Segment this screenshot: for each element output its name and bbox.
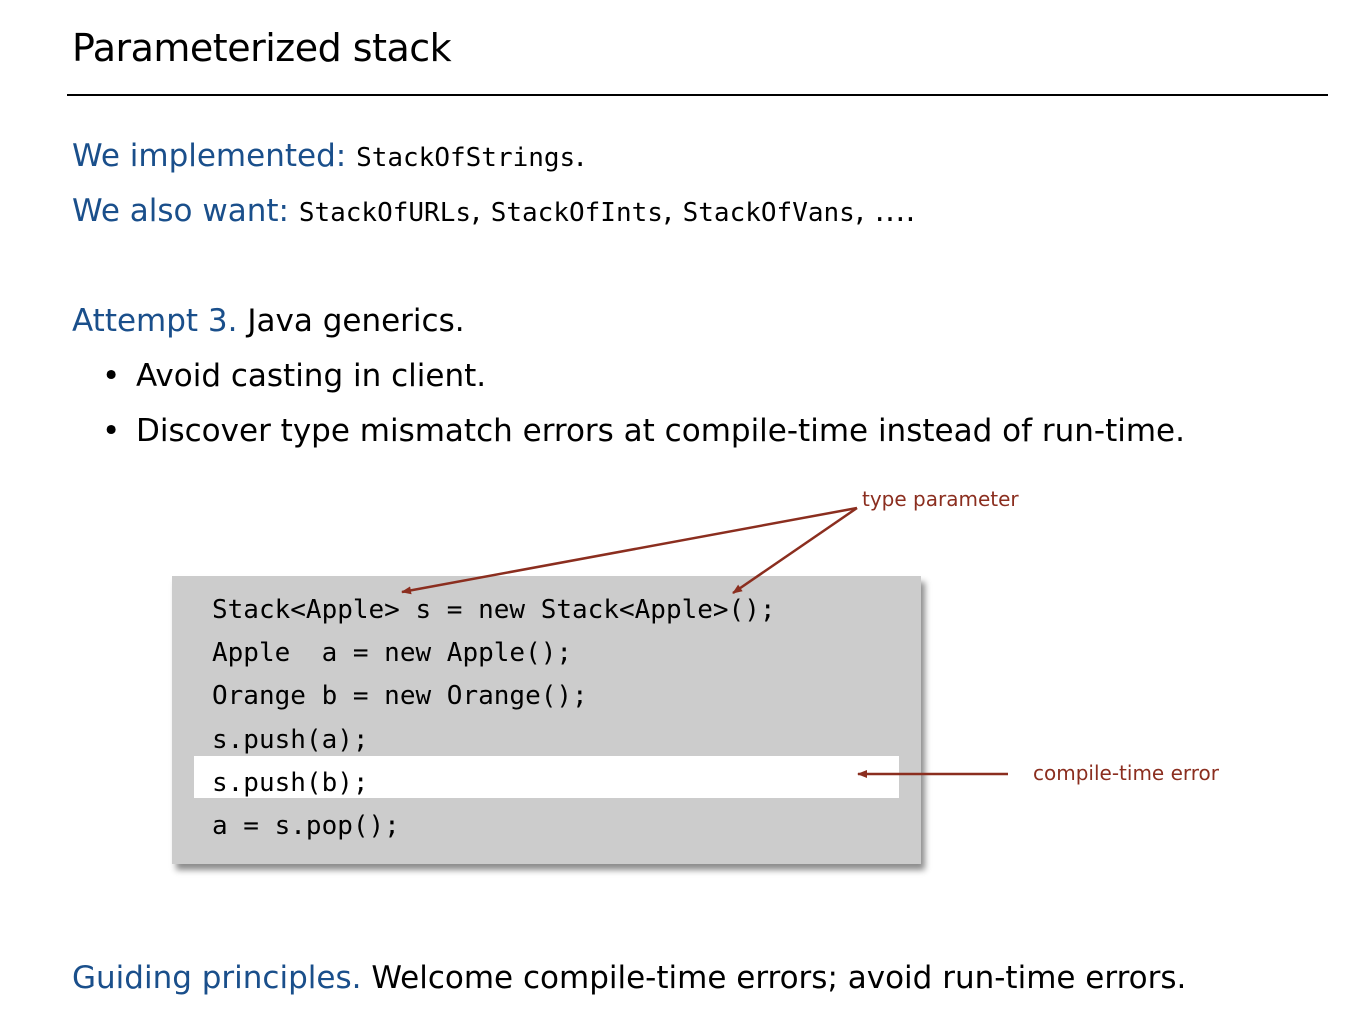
code-block: Stack<Apple> s = new Stack<Apple>(); Appl… — [172, 576, 921, 864]
code-line: Apple a = new Apple(); — [212, 638, 573, 669]
want-item: StackOfURLs — [298, 198, 471, 228]
attempt-text: Java generics. — [247, 303, 465, 339]
code-line-error: s.push(b); — [212, 767, 369, 798]
error-line-highlight — [194, 756, 899, 798]
title-divider — [67, 94, 1328, 96]
type-parameter-annotation: type parameter — [862, 487, 1019, 511]
code-listing: Stack<Apple> s = new Stack<Apple>(); Appl… — [212, 589, 776, 848]
implemented-label: We implemented: — [72, 138, 347, 174]
type-param-arrow-left — [401, 506, 858, 595]
implemented-tail: . — [575, 138, 586, 174]
type-param-arrow-right — [732, 506, 858, 595]
compile-error-annotation: compile-time error — [1033, 761, 1220, 785]
want-sep: , — [662, 193, 683, 229]
bullet-marker: • — [102, 413, 121, 449]
slide-title: Parameterized stack — [72, 26, 452, 70]
implemented-line: We implemented: StackOfStrings. — [72, 138, 585, 174]
code-line: Stack<Apple> s = new Stack<Apple>(); — [212, 595, 776, 625]
want-item: StackOfInts — [490, 198, 663, 228]
want-item: StackOfVans — [682, 198, 855, 228]
want-line: We also want: StackOfURLs, StackOfInts , … — [72, 193, 915, 229]
code-line: s.push(a); — [212, 724, 369, 755]
bullet-text: Discover type mismatch errors at compile… — [136, 413, 1185, 449]
guiding-line: Guiding principles. Welcome compile-time… — [72, 960, 1186, 996]
bullet-item: • Avoid casting in client. — [102, 358, 486, 394]
bullet-marker: • — [102, 358, 121, 394]
want-label: We also want: — [72, 193, 289, 229]
code-line: a = s.pop(); — [212, 811, 400, 842]
code-line: Orange b = new Orange(); — [212, 681, 588, 712]
want-tail: , …. — [854, 193, 916, 229]
attempt-label: Attempt 3. — [72, 303, 238, 339]
attempt-line: Attempt 3. Java generics. — [72, 303, 465, 339]
bullet-text: Avoid casting in client. — [136, 358, 487, 394]
implemented-value: StackOfStrings — [356, 143, 576, 173]
guiding-label: Guiding principles. — [72, 960, 362, 996]
want-sep: , — [471, 193, 491, 229]
guiding-text: Welcome compile-time errors; avoid run-t… — [371, 960, 1187, 996]
bullet-item: • Discover type mismatch errors at compil… — [102, 413, 1185, 449]
